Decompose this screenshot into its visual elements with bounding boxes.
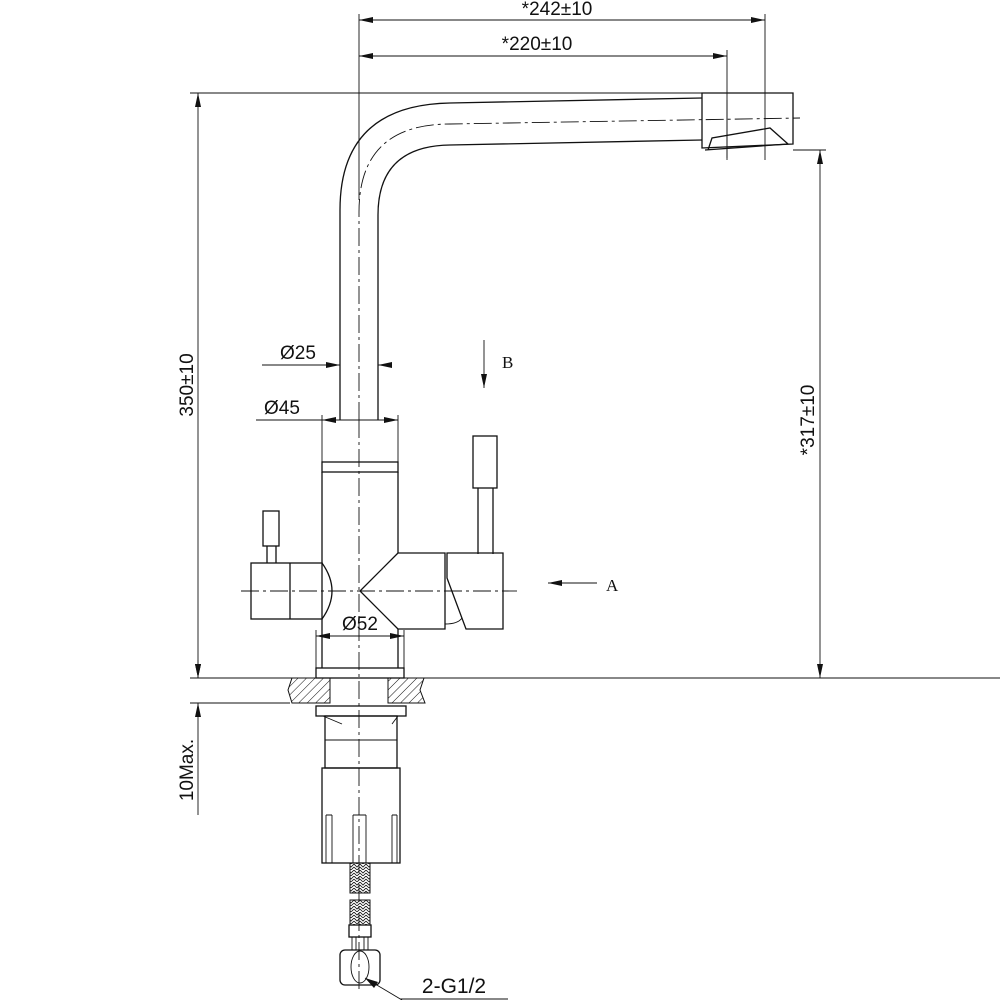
faucet-body <box>241 435 517 679</box>
dimension-label: Ø52 <box>342 614 378 635</box>
view-arrow-a: A <box>548 576 619 595</box>
view-label: A <box>606 576 619 595</box>
view-arrow-b: B <box>481 340 513 388</box>
dimension-label: Ø25 <box>280 343 316 364</box>
countertop-section <box>190 677 1000 704</box>
dimension-label: *220±10 <box>502 34 573 55</box>
right-lever-handle <box>472 435 498 489</box>
spout <box>339 92 801 420</box>
supply-hose <box>339 862 381 986</box>
dimension-label: 350±10 <box>177 353 198 416</box>
dimension-column-diameter: Ø25 <box>262 343 392 368</box>
dimension-counter-thickness: 10Max. <box>177 660 201 815</box>
dimension-label: Ø45 <box>264 398 300 419</box>
hose-nut <box>339 949 381 986</box>
dimension-base-diameter: Ø52 <box>315 614 405 668</box>
dimension-label: 10Max. <box>177 739 198 801</box>
connection-label: 2-G1/2 <box>422 975 486 998</box>
connection-callout: 2-G1/2 <box>364 975 508 1000</box>
left-lever-handle <box>262 510 280 547</box>
dimension-label: *317±10 <box>798 385 819 456</box>
dimension-label: *242±10 <box>522 0 593 20</box>
view-label: B <box>502 353 513 372</box>
dimension-total-height: 350±10 <box>177 93 201 678</box>
dimension-spout-height: *317±10 <box>793 149 826 678</box>
dimension-spout-reach-outer: *242±10 <box>359 0 766 160</box>
mounting-shank <box>315 705 407 864</box>
dimension-collar-diameter: Ø45 <box>256 398 399 462</box>
